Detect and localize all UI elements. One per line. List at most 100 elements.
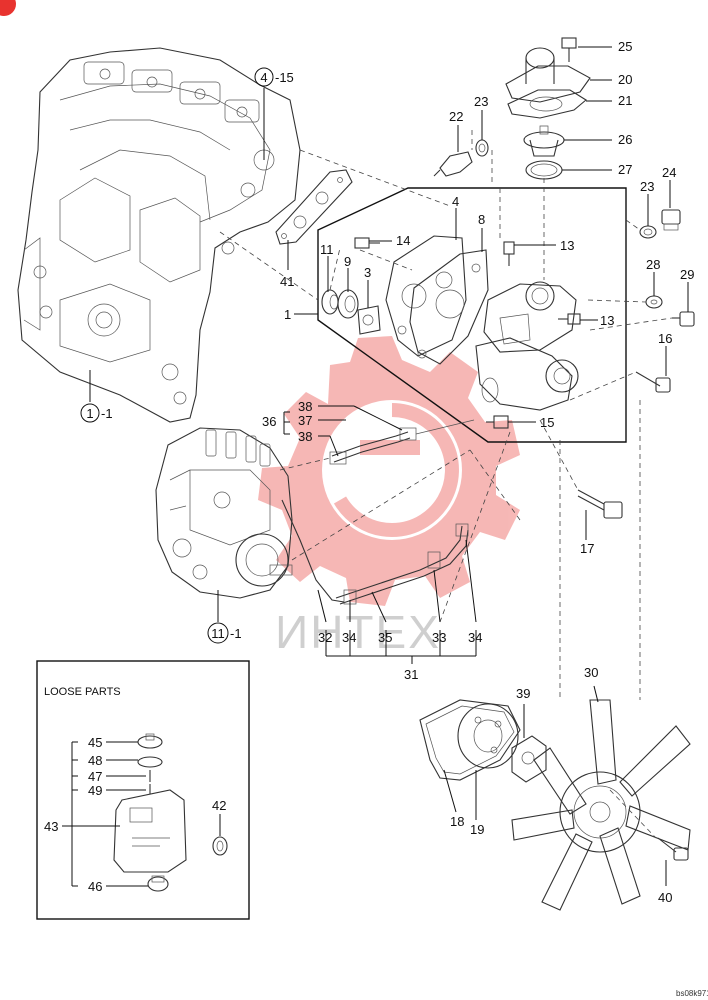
cap-45 — [137, 733, 163, 749]
svg-text:-15: -15 — [275, 70, 294, 85]
svg-text:-1: -1 — [230, 626, 242, 641]
nut-46 — [147, 875, 169, 892]
engine-block — [17, 47, 301, 423]
callout-23-right: 23 — [640, 179, 654, 194]
callout-25: 25 — [618, 39, 632, 54]
seal-3 — [357, 305, 381, 335]
bolt-14 — [354, 237, 380, 249]
washer-42 — [212, 836, 228, 856]
bolt-13-lower — [558, 313, 581, 325]
bolt-17 — [577, 489, 623, 519]
callout-3: 3 — [364, 265, 371, 280]
callout-34-left: 34 — [342, 630, 356, 645]
callout-13-upper: 13 — [560, 238, 574, 253]
gasket-41 — [275, 169, 353, 245]
fan-belt-18 — [419, 699, 521, 781]
thermostat-cover-20 — [505, 47, 591, 103]
gasket-21 — [507, 89, 587, 119]
svg-text:1: 1 — [86, 406, 93, 421]
callout-48: 48 — [88, 753, 102, 768]
plug-24 — [661, 209, 681, 231]
callout-36: 36 — [262, 414, 276, 429]
svg-text:4: 4 — [260, 70, 267, 85]
callout-38-lower: 38 — [298, 429, 312, 444]
callout-47: 47 — [88, 769, 102, 784]
svg-text:11: 11 — [211, 626, 225, 641]
callout-41: 41 — [280, 274, 294, 289]
callout-16: 16 — [658, 331, 672, 346]
callout-38-upper: 38 — [298, 399, 312, 414]
callout-43: 43 — [44, 819, 58, 834]
watermark-text: ИНТЕХ — [275, 606, 441, 658]
washer-28 — [645, 295, 663, 309]
callout-35: 35 — [378, 630, 392, 645]
callout-32: 32 — [318, 630, 332, 645]
callout-39: 39 — [516, 686, 530, 701]
fuel-pipe-36 — [329, 419, 475, 465]
callout-34-right: 34 — [468, 630, 482, 645]
callout-9: 9 — [344, 254, 351, 269]
callout-21: 21 — [618, 93, 632, 108]
loose-parts-box: LOOSE PARTS — [36, 660, 250, 920]
callout-4: 4 — [452, 194, 459, 209]
callout-22: 22 — [449, 109, 463, 124]
callout-33: 33 — [432, 630, 446, 645]
callout-17: 17 — [580, 541, 594, 556]
callout-11: 11 — [320, 242, 334, 257]
fuel-filter-43 — [113, 789, 187, 873]
callout-28: 28 — [646, 257, 660, 272]
hose-32 — [281, 499, 345, 603]
callout-45: 45 — [88, 735, 102, 750]
callout-42: 42 — [212, 798, 226, 813]
callout-15: 15 — [540, 415, 554, 430]
bolt-29 — [672, 311, 695, 327]
ref-11-1: 11 -1 — [207, 622, 242, 644]
thermostat-26 — [523, 125, 565, 157]
callout-labels: 25 20 21 26 27 22 23 23 24 4 8 14 13 13 … — [44, 39, 694, 905]
bolt-40 — [657, 837, 689, 861]
callout-26: 26 — [618, 132, 632, 147]
injection-pump — [155, 427, 293, 599]
pulley-19 — [457, 703, 519, 769]
callout-40: 40 — [658, 890, 672, 905]
bolt-25 — [561, 37, 577, 62]
callout-18: 18 — [450, 814, 464, 829]
assembly-frame — [317, 187, 627, 443]
callout-37: 37 — [298, 413, 312, 428]
gasket-4 — [385, 235, 467, 357]
callout-49: 49 — [88, 783, 102, 798]
callout-20: 20 — [618, 72, 632, 87]
watermark-logo — [258, 336, 520, 606]
seal-11 — [321, 289, 339, 315]
callout-8: 8 — [478, 212, 485, 227]
sender-22 — [433, 151, 473, 177]
callout-31: 31 — [404, 667, 418, 682]
callout-29: 29 — [680, 267, 694, 282]
washer-23-left — [475, 139, 489, 157]
callout-46: 46 — [88, 879, 102, 894]
spacer-39 — [511, 735, 547, 783]
o-ring-48 — [137, 756, 163, 768]
o-ring-27 — [525, 160, 563, 180]
callout-1: 1 — [284, 307, 291, 322]
callout-14: 14 — [396, 233, 410, 248]
water-pump-body — [475, 281, 579, 411]
callout-30: 30 — [584, 665, 598, 680]
fan-30 — [511, 699, 691, 911]
washer-23-right — [639, 225, 657, 239]
corner-badge — [0, 0, 16, 16]
ref-4-15: 4 -15 — [254, 67, 294, 87]
bolt-16 — [635, 371, 671, 393]
drawing-code: bs08k971 — [676, 989, 708, 998]
callout-13-lower: 13 — [600, 313, 614, 328]
leader-lines — [89, 46, 689, 886]
svg-text:-1: -1 — [101, 406, 113, 421]
callout-23-left: 23 — [474, 94, 488, 109]
loose-parts-title: LOOSE PARTS — [44, 686, 121, 698]
gasket-8 — [409, 249, 489, 365]
projection-lines — [219, 130, 673, 839]
callout-27: 27 — [618, 162, 632, 177]
ref-1-1: 1 -1 — [80, 403, 113, 423]
bolt-13-upper — [503, 241, 515, 266]
